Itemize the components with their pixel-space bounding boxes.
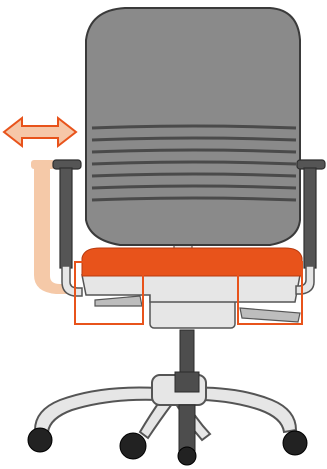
column-upper — [179, 329, 195, 376]
base-leg-left — [33, 386, 162, 434]
armrest-right-post — [303, 167, 317, 269]
wheel-left — [27, 427, 53, 453]
armrest-left-post — [59, 167, 73, 269]
backrest — [85, 7, 301, 255]
gas-column — [174, 329, 200, 454]
armrest-right — [295, 159, 326, 295]
base-leg-front-left — [138, 396, 174, 440]
seat-cushion — [81, 247, 303, 277]
backrest-slat — [91, 184, 297, 190]
armrest-left-bracket — [61, 265, 83, 297]
armrest-left — [52, 159, 83, 297]
armrest-ghost-left — [34, 166, 72, 294]
backrest-slat — [91, 148, 297, 154]
base-leg-right — [176, 386, 298, 434]
backrest-slat — [91, 160, 297, 166]
lever-left — [94, 295, 143, 307]
column-sleeve — [174, 371, 200, 393]
chair-base — [33, 374, 298, 442]
armrest-ghost-pad — [31, 160, 55, 169]
wheels — [27, 427, 308, 466]
seat-mechanism — [81, 274, 301, 329]
backrest-slat — [91, 172, 297, 178]
backrest-slat — [91, 136, 297, 142]
backrest-slats — [91, 124, 297, 202]
wheel-right — [282, 430, 308, 456]
column-lower — [178, 404, 196, 454]
lever-right — [239, 307, 301, 323]
double-arrow-horizontal-icon — [2, 115, 78, 149]
backrest-slat — [91, 124, 297, 130]
highlight-box-left — [74, 261, 144, 325]
backrest-slat — [91, 196, 297, 202]
armrest-right-bracket — [295, 265, 315, 295]
highlight-box-right — [237, 261, 303, 325]
wheel-front-left — [119, 432, 147, 460]
wheel-front-center — [177, 446, 197, 466]
